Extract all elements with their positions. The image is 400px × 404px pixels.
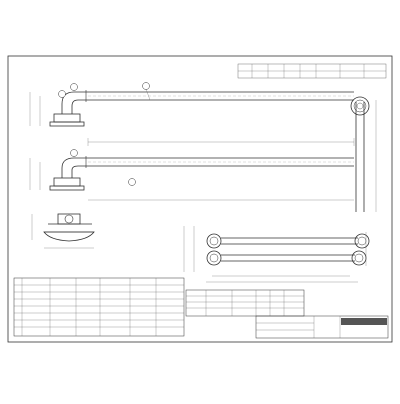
- callout-bubble: [142, 82, 150, 90]
- end-view-right: [350, 96, 377, 212]
- bottom-elevation-view: [29, 149, 354, 201]
- sheet-border: [7, 55, 393, 343]
- models-table: [185, 289, 305, 317]
- company-logo: [341, 318, 387, 325]
- callout-bubble: [70, 83, 78, 91]
- corner-plan-view: [183, 226, 370, 283]
- top-elevation-view: [29, 82, 355, 146]
- callout-bubble: [128, 178, 136, 186]
- callout-bubble: [58, 90, 66, 98]
- revision-header: [237, 63, 387, 79]
- detail-view: [31, 213, 95, 249]
- title-block: [255, 315, 389, 339]
- callout-bubble: [70, 149, 78, 157]
- parts-table: [13, 277, 185, 337]
